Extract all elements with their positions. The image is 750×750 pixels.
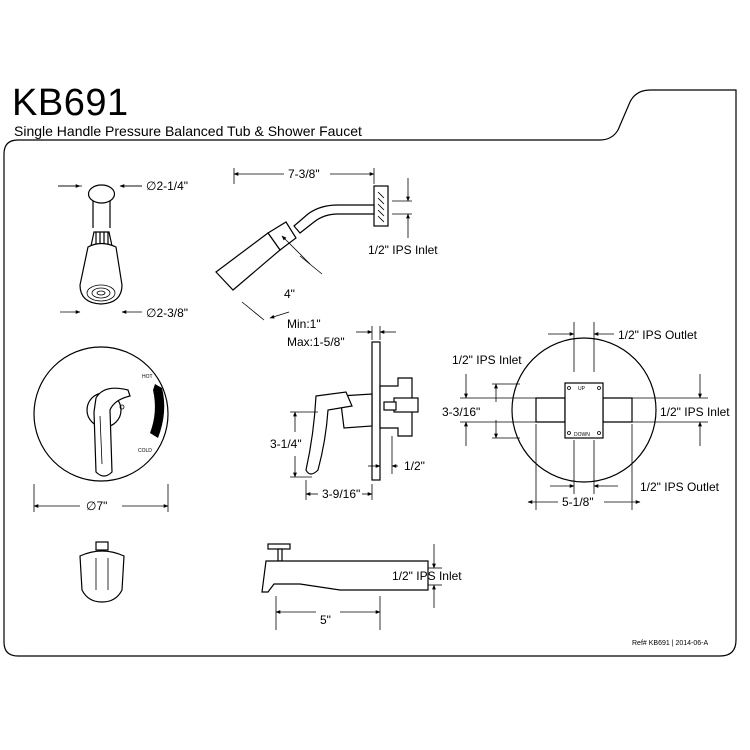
- model-number: KB691: [12, 82, 129, 124]
- valve-width-dimension: 5-1/8": [562, 495, 594, 509]
- port-offset-dimension: 1/2": [404, 459, 425, 473]
- handle-height-dimension: 3-1/4": [270, 437, 302, 451]
- inlet-right-label: 1/2" IPS Inlet: [660, 405, 730, 419]
- trim-dimensions: ∅7": [33, 484, 169, 513]
- showerhead-top-diameter: ∅2-1/4": [146, 179, 188, 193]
- showerhead-front-view: [79, 184, 123, 305]
- drawing-reference: Ref# KB691 | 2014-06-A: [632, 640, 708, 647]
- page-frame: [3, 89, 737, 657]
- spout-front-view: [79, 541, 125, 603]
- cold-label: COLD: [138, 448, 152, 454]
- valve-side-view: [305, 341, 419, 481]
- up-label: UP: [578, 386, 586, 392]
- spout-side-view: [261, 543, 429, 593]
- showerhead-drop-dimension: 4": [284, 287, 295, 301]
- trim-front-view: HOT COLD: [33, 346, 169, 482]
- showerhead-bottom-diameter: ∅2-3/8": [146, 306, 188, 320]
- depth-min-label: Min:1": [287, 317, 321, 331]
- outlet-bottom-label: 1/2" IPS Outlet: [640, 480, 720, 494]
- down-label: DOWN: [574, 432, 590, 438]
- spout-dimensions: 1/2" IPS Inlet 5": [275, 544, 462, 630]
- valve-back-view: UP DOWN: [511, 337, 657, 483]
- handle-depth-dimension: 3-9/16": [322, 487, 360, 501]
- spout-inlet-label: 1/2" IPS Inlet: [392, 569, 462, 583]
- depth-max-label: Max:1-5/8": [287, 335, 345, 349]
- showerhead-side-view: [215, 185, 389, 291]
- outlet-top-label: 1/2" IPS Outlet: [618, 328, 698, 342]
- product-description: Single Handle Pressure Balanced Tub & Sh…: [14, 123, 362, 139]
- spout-length-dimension: 5": [320, 613, 331, 627]
- showerhead-side-dimensions: 7-3/8" 1/2" IPS Inlet 4": [233, 167, 438, 321]
- valve-side-dimensions: Min:1" Max:1-5/8" 3-1/4" 3-9/16" 1/2": [270, 317, 425, 501]
- trim-diameter: ∅7": [86, 499, 107, 513]
- inlet-left-label: 1/2" IPS Inlet: [452, 353, 522, 367]
- valve-back-dimensions: 1/2" IPS Outlet 1/2" IPS Inlet 3-3/16" 1…: [442, 322, 730, 510]
- temperature-scale: [150, 384, 165, 438]
- showerhead-front-dimensions: ∅2-1/4" ∅2-3/8": [58, 179, 188, 320]
- showerhead-inlet-label: 1/2" IPS Inlet: [368, 243, 438, 257]
- arm-length-dimension: 7-3/8": [288, 167, 320, 181]
- hot-label: HOT: [142, 374, 153, 380]
- valve-height-dimension: 3-3/16": [442, 405, 480, 419]
